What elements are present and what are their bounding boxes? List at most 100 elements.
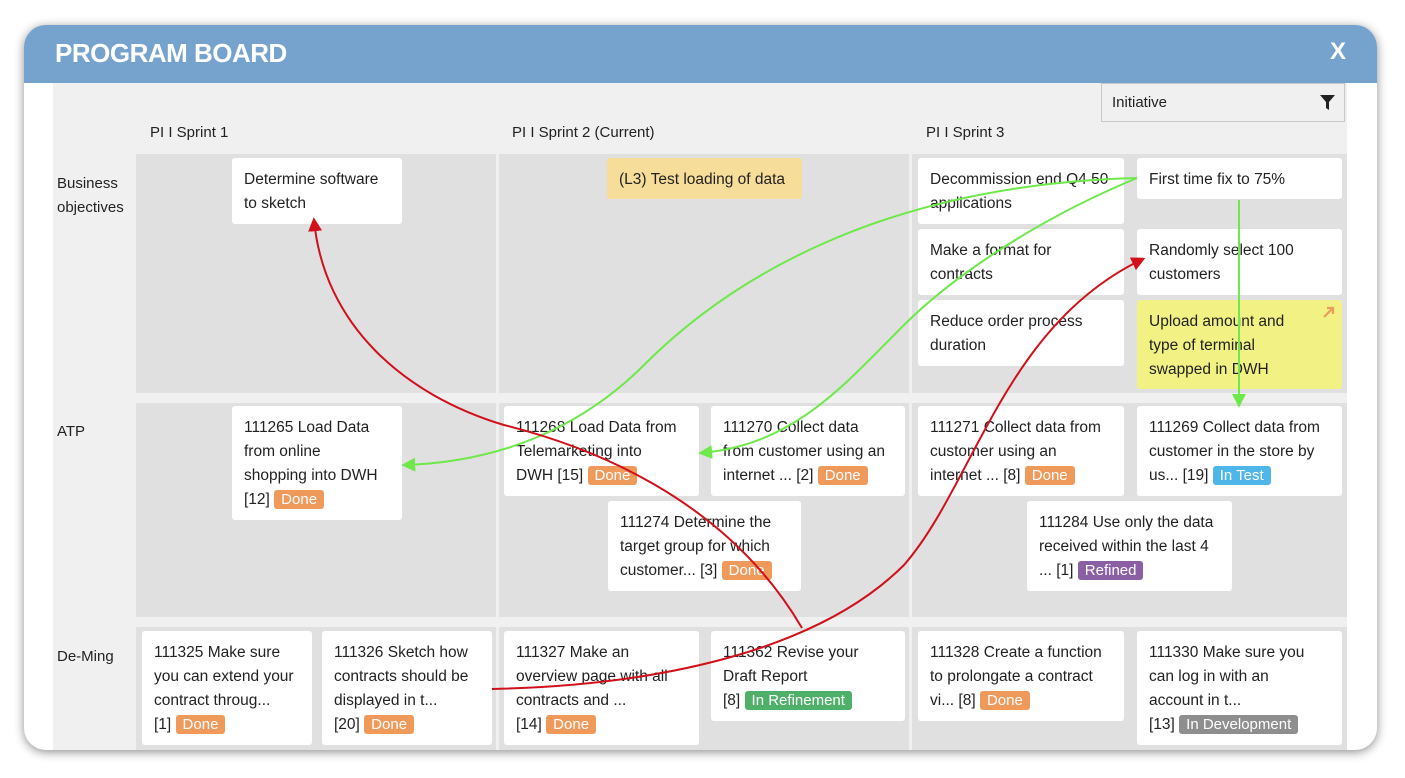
card-meta: [8]: [723, 692, 741, 709]
status-badge: In Refinement: [744, 691, 852, 710]
feature-card-111327[interactable]: 111327 Make an overview page with all co…: [504, 631, 699, 745]
card-text-line: Determine software: [244, 171, 379, 188]
feature-card-111271[interactable]: 111271 Collect data from customer using …: [918, 406, 1124, 496]
feature-card-111326[interactable]: 111326 Sketch how contracts should be di…: [322, 631, 492, 745]
row-header-atp: ATP: [57, 420, 85, 444]
card-text-line: contracts and ...: [516, 692, 627, 709]
card-text-line: shopping into DWH: [244, 467, 378, 484]
card-text-line: 111325 Make sure: [154, 644, 281, 661]
card-text-line: swapped in DWH: [1149, 361, 1269, 378]
objective-card-format-contracts[interactable]: Make a format for contracts: [918, 229, 1124, 295]
status-badge: Done: [587, 466, 638, 485]
column-header-sprint-1: PI I Sprint 1: [150, 124, 229, 141]
card-text-line: applications: [930, 195, 1012, 212]
card-text-line: Draft Report: [723, 668, 808, 685]
card-text-line: Make a format for: [930, 242, 1052, 259]
card-text-line: 111326 Sketch how: [334, 644, 468, 661]
card-text-line: 111265 Load Data: [244, 419, 370, 436]
close-button[interactable]: X: [1330, 38, 1347, 65]
row-header-line: Business: [57, 175, 118, 192]
objective-card-upload-amount[interactable]: Upload amount and type of terminal swapp…: [1137, 300, 1342, 389]
card-meta: ... [1]: [1039, 562, 1074, 579]
row-header-de-ming: De-Ming: [57, 645, 114, 669]
row-header-line: objectives: [57, 199, 124, 216]
card-text-line: customers: [1149, 266, 1221, 283]
status-badge: Done: [721, 561, 772, 580]
feature-card-111270[interactable]: 111270 Collect data from customer using …: [711, 406, 905, 496]
card-text-line: to prolongate a contract: [930, 668, 1093, 685]
row-header-line: ATP: [57, 423, 86, 440]
feature-card-111268[interactable]: 111268 Load Data from Telemarketing into…: [504, 406, 699, 496]
card-text-line: from online: [244, 443, 321, 460]
card-text-line: customer using an: [930, 443, 1057, 460]
status-badge: In Development: [1179, 715, 1299, 734]
card-text-line: account in t...: [1149, 692, 1242, 709]
card-text-line: Decommission end Q4 50: [930, 171, 1109, 188]
objective-card-determine-software[interactable]: Determine software to sketch: [232, 158, 402, 224]
card-text-line: 111362 Revise your: [723, 644, 859, 661]
feature-card-111269[interactable]: 111269 Collect data from customer in the…: [1137, 406, 1342, 496]
card-text-line: Reduce order process: [930, 313, 1083, 330]
card-meta: us... [19]: [1149, 467, 1209, 484]
initiative-filter[interactable]: Initiative: [1101, 83, 1345, 122]
status-badge: Done: [817, 466, 868, 485]
title-bar: PROGRAM BOARD X: [24, 25, 1377, 83]
feature-card-111330[interactable]: 111330 Make sure you can log in with an …: [1137, 631, 1342, 745]
objective-card-randomly-select[interactable]: Randomly select 100 customers: [1137, 229, 1342, 295]
card-text-line: received within the last 4: [1039, 538, 1209, 555]
card-meta: customer... [3]: [620, 562, 718, 579]
expand-arrow-icon[interactable]: [1322, 305, 1336, 319]
card-text-line: Telemarketing into: [516, 443, 642, 460]
card-text-line: 111284 Use only the data: [1039, 514, 1214, 531]
card-text-line: customer in the store by: [1149, 443, 1315, 460]
objective-card-test-loading[interactable]: (L3) Test loading of data: [607, 158, 802, 199]
card-meta: [1]: [154, 716, 172, 733]
card-text-line: (L3) Test loading of data: [619, 171, 786, 188]
card-text-line: displayed in t...: [334, 692, 438, 709]
card-meta: vi... [8]: [930, 692, 976, 709]
objective-card-reduce-order[interactable]: Reduce order process duration: [918, 300, 1124, 366]
card-text-line: overview page with all: [516, 668, 668, 685]
row-header-line: De-Ming: [57, 648, 114, 665]
column-header-sprint-2: PI I Sprint 2 (Current): [512, 124, 655, 141]
status-badge: Done: [1024, 466, 1075, 485]
card-text-line: 111327 Make an: [516, 644, 630, 661]
card-text-line: contracts should be: [334, 668, 469, 685]
card-meta: [20]: [334, 716, 360, 733]
card-text-line: to sketch: [244, 195, 307, 212]
filter-icon[interactable]: [1320, 95, 1335, 116]
card-text-line: 111268 Load Data from: [516, 419, 677, 436]
card-meta: [12]: [244, 491, 270, 508]
card-text-line: 111330 Make sure you: [1149, 644, 1305, 661]
card-meta: [13]: [1149, 716, 1175, 733]
card-text-line: First time fix to 75%: [1149, 171, 1286, 188]
status-badge: Refined: [1077, 561, 1144, 580]
card-meta: internet ... [8]: [930, 467, 1021, 484]
column-header-sprint-3: PI I Sprint 3: [926, 124, 1005, 141]
status-badge: Done: [979, 691, 1030, 710]
feature-card-111325[interactable]: 111325 Make sure you can extend your con…: [142, 631, 312, 745]
card-text-line: 111271 Collect data from: [930, 419, 1101, 436]
status-badge: Done: [364, 715, 415, 734]
card-text-line: Upload amount and: [1149, 313, 1285, 330]
card-meta: DWH [15]: [516, 467, 584, 484]
feature-card-111328[interactable]: 111328 Create a function to prolongate a…: [918, 631, 1124, 721]
card-text-line: can log in with an: [1149, 668, 1269, 685]
filter-label: Initiative: [1112, 94, 1168, 111]
card-text-line: contracts: [930, 266, 993, 283]
objective-card-decommission[interactable]: Decommission end Q4 50 applications: [918, 158, 1124, 224]
card-text-line: type of terminal: [1149, 337, 1255, 354]
window-title: PROGRAM BOARD: [55, 38, 287, 68]
card-text-line: target group for which: [620, 538, 770, 555]
feature-card-111265[interactable]: 111265 Load Data from online shopping in…: [232, 406, 402, 520]
status-badge: Done: [546, 715, 597, 734]
card-text-line: you can extend your: [154, 668, 294, 685]
card-text-line: 111270 Collect data: [723, 419, 859, 436]
card-text-line: Randomly select 100: [1149, 242, 1294, 259]
feature-card-111362[interactable]: 111362 Revise your Draft Report [8] In R…: [711, 631, 905, 721]
card-text-line: contract throug...: [154, 692, 271, 709]
feature-card-111274[interactable]: 111274 Determine the target group for wh…: [608, 501, 801, 591]
status-badge: Done: [175, 715, 226, 734]
objective-card-first-time-fix[interactable]: First time fix to 75%: [1137, 158, 1342, 199]
feature-card-111284[interactable]: 111284 Use only the data received within…: [1027, 501, 1232, 591]
